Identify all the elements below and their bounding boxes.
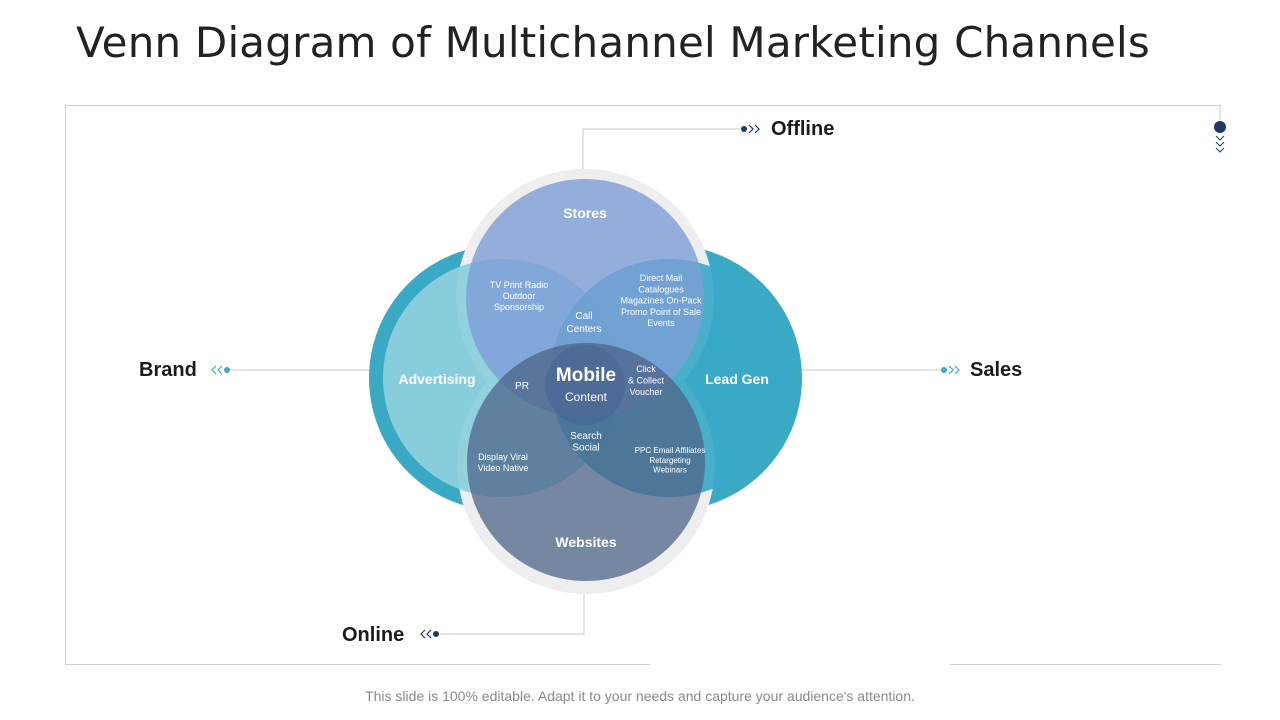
connector-lines [230,128,942,635]
frame-gap [650,655,950,675]
diagram-frame [65,105,1221,665]
circle-websites [467,343,705,581]
online-marker [420,629,439,639]
online-label: Online [342,624,405,646]
slide-title: Venn Diagram of Multichannel Marketing C… [76,18,1151,67]
brand-marker [211,365,230,375]
offline-marker [741,124,760,134]
center-overlap [545,345,625,425]
advertising-label: Advertising [398,371,475,387]
offline-label: Offline [771,118,835,140]
websites-label: Websites [555,534,616,550]
center-title: Mobile [556,365,616,386]
venn-circles [383,179,788,581]
online-connector [440,594,585,635]
sales-marker [941,365,960,375]
brand-label: Brand [139,359,197,381]
stores-label: Stores [563,205,607,221]
offline-connector [582,128,740,170]
footer-note: This slide is 100% editable. Adapt it to… [365,688,915,704]
center-subtitle: Content [565,390,608,404]
lead-gen-label: Lead Gen [705,371,769,387]
circle-stores [466,179,704,417]
corner-marker [1214,105,1226,153]
sales-label: Sales [970,359,1023,381]
overlap-pr: PR [515,381,529,392]
